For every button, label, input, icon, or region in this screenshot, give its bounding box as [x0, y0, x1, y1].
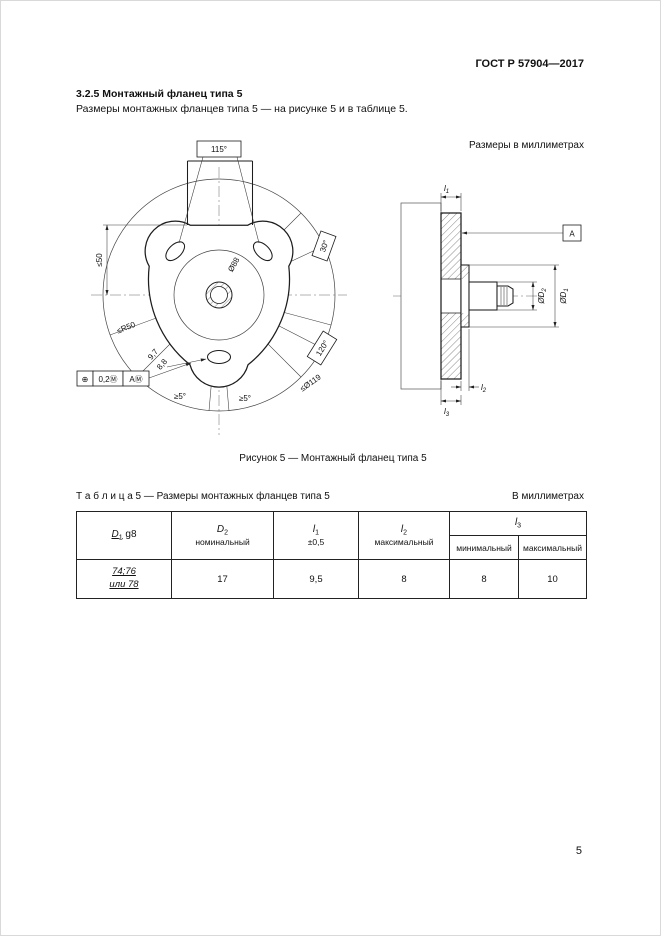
mounting-slot-bottom: [206, 349, 232, 365]
dimension-l2: l2: [451, 329, 487, 394]
column-header-l2: l2 максимальный: [358, 511, 450, 560]
cell-l3-max: 10: [517, 559, 588, 599]
section-heading: 3.2.5 Монтажный фланец типа 5: [76, 88, 243, 100]
standard-number: ГОСТ Р 57904—2017: [475, 58, 584, 70]
label-l1: l1: [444, 184, 449, 195]
datum-a: A: [461, 224, 582, 242]
label-8-8: 8,8: [155, 357, 169, 372]
tolerance-symbol-icon: ⊕: [82, 375, 89, 384]
label-d2: ØD2: [537, 288, 548, 305]
housing-rectangle: [186, 160, 254, 225]
label-angle-115: 115°: [211, 145, 227, 154]
cell-d1: 74;76 или 78: [76, 559, 172, 599]
pitch-circle: [173, 249, 265, 341]
units-note: Размеры в миллиметрах: [469, 140, 584, 151]
dimension-115: 115°: [178, 140, 260, 244]
tolerance-datum: AⓂ: [129, 375, 142, 384]
dimension-d1: ØD1: [469, 264, 570, 328]
label-datum-a: A: [569, 230, 575, 239]
tolerance-value: 0,2Ⓜ: [98, 375, 117, 384]
column-header-d1: D1 g8: [76, 511, 172, 560]
shaft: [468, 281, 514, 311]
cell-l3-min: 8: [449, 559, 519, 599]
column-header-l3-max: максимальный: [517, 535, 588, 560]
table-units-label: В миллиметрах: [512, 491, 584, 502]
figure-5-drawing: 115° ≤50 Ø88 30° 120° ≤R50: [76, 140, 582, 435]
table-row: 74;76 или 78 17 9,5 8 8 10: [76, 559, 588, 599]
column-header-d2: D2 номинальный: [171, 511, 274, 560]
cell-l1: 9,5: [273, 559, 359, 599]
label-d1: ØD1: [559, 288, 570, 304]
label-l3: l3: [444, 407, 450, 418]
table-title: Т а б л и ц а 5 — Размеры монтажных флан…: [76, 491, 330, 502]
tolerance-frame: ⊕ 0,2Ⓜ AⓂ: [76, 362, 192, 387]
figure-caption: Рисунок 5 — Монтажный фланец типа 5: [239, 453, 427, 464]
label-le50: ≤50: [95, 253, 104, 267]
page-number: 5: [575, 845, 582, 857]
dimension-l3: l3: [440, 381, 462, 418]
dimension-circle: [102, 178, 336, 412]
column-header-l1: l1 ±0,5: [273, 511, 359, 560]
dimension-30: 30°: [311, 230, 337, 262]
mounting-slots: [165, 241, 273, 365]
cell-d2: 17: [171, 559, 274, 599]
mating-wall: [400, 202, 442, 390]
dimension-l1: l1: [440, 184, 462, 211]
spigot-section: [460, 264, 470, 328]
dimension-d2: ØD2: [497, 281, 548, 311]
mounting-slot-top-left: [165, 241, 186, 262]
mounting-slot-top-right: [252, 241, 273, 262]
center-hub: [205, 281, 233, 309]
cell-l2: 8: [358, 559, 450, 599]
dimensions-table: D1 g8 D2 номинальный l1 ±0,5 l2 максимал…: [76, 511, 588, 599]
column-header-l3-min: минимальный: [449, 535, 519, 560]
label-ge5-right: ≥5°: [239, 394, 251, 403]
dimension-le50: ≤50: [95, 224, 187, 296]
threaded-stub: [496, 285, 514, 307]
front-view: 115° ≤50 Ø88 30° 120° ≤R50: [76, 140, 347, 435]
side-view: l1 A ØD2 ØD1: [393, 184, 582, 418]
dimension-120: 120°: [306, 330, 338, 366]
column-header-l3: l3: [448, 511, 588, 536]
label-9-7: 9,7: [146, 347, 160, 362]
label-ge5-left: ≥5°: [174, 392, 186, 401]
label-angle-30: 30°: [318, 239, 331, 253]
label-leR50: ≤R50: [116, 320, 138, 336]
flange-plate-section: [440, 212, 462, 380]
label-l2: l2: [481, 383, 487, 394]
body-paragraph: Размеры монтажных фланцев типа 5 — на ри…: [76, 103, 408, 115]
